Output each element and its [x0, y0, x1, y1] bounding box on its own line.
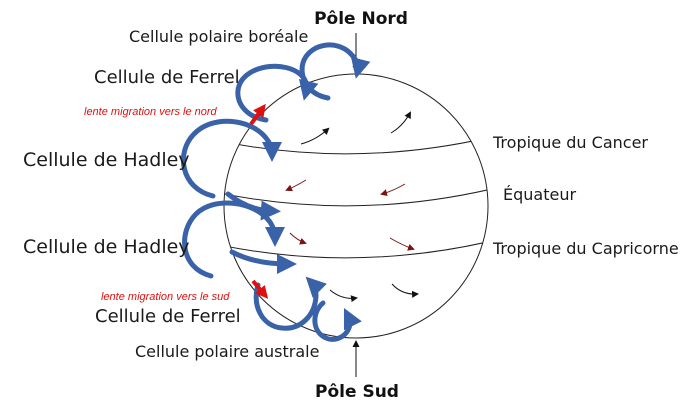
equator-line — [224, 186, 488, 207]
equator-label: Équateur — [503, 185, 576, 204]
north-pole-label: Pôle Nord — [314, 9, 408, 29]
migration-north-label: lente migration vers le nord — [84, 106, 218, 118]
wind-arrow-icon — [289, 232, 307, 245]
polar-cell-south-loop-icon — [312, 300, 362, 342]
circulation-cells — [180, 42, 371, 342]
hadley-cell-north-loop-icon — [180, 118, 282, 199]
wind-arrow-icon — [329, 289, 358, 303]
hadley-cell-south-label: Cellule de Hadley — [23, 236, 190, 258]
ferrel-cell-south-label: Cellule de Ferrel — [95, 306, 241, 327]
hadley-return-flow-north-icon — [225, 191, 281, 221]
ferrel-cell-north-loop-icon — [235, 63, 319, 123]
hadley-cell-north-label: Cellule de Hadley — [23, 149, 190, 171]
tropic-cancer-line — [224, 134, 488, 155]
wind-arrow-icon — [391, 283, 419, 298]
migration-south-label: lente migration vers le sud — [101, 291, 230, 303]
hadley-return-flow-south-icon — [229, 249, 297, 274]
wind-arrow-icon — [285, 179, 307, 192]
migration-south-arrow-icon — [251, 279, 269, 299]
wind-arrow-icon — [380, 183, 406, 197]
wind-arrows-dark — [300, 111, 419, 303]
tropic-cancer-label: Tropique du Cancer — [492, 133, 648, 152]
wind-arrow-icon — [389, 237, 415, 251]
south-pole-label: Pôle Sud — [315, 382, 399, 402]
hadley-cell-south-loop-icon — [182, 200, 285, 279]
wind-arrow-icon — [390, 111, 411, 134]
polar-cell-south-label: Cellule polaire australe — [135, 342, 319, 361]
ferrel-cell-north-label: Cellule de Ferrel — [94, 67, 240, 88]
migration-north-arrow-icon — [249, 103, 266, 126]
tropic-capricorn-label: Tropique du Capricorne — [492, 239, 679, 258]
tropic-capricorn-line — [224, 238, 488, 259]
wind-arrows-trade — [285, 179, 415, 251]
polar-cell-north-label: Cellule polaire boréale — [129, 27, 308, 46]
ferrel-cell-south-loop-icon — [253, 276, 327, 331]
wind-arrow-icon — [300, 127, 330, 145]
